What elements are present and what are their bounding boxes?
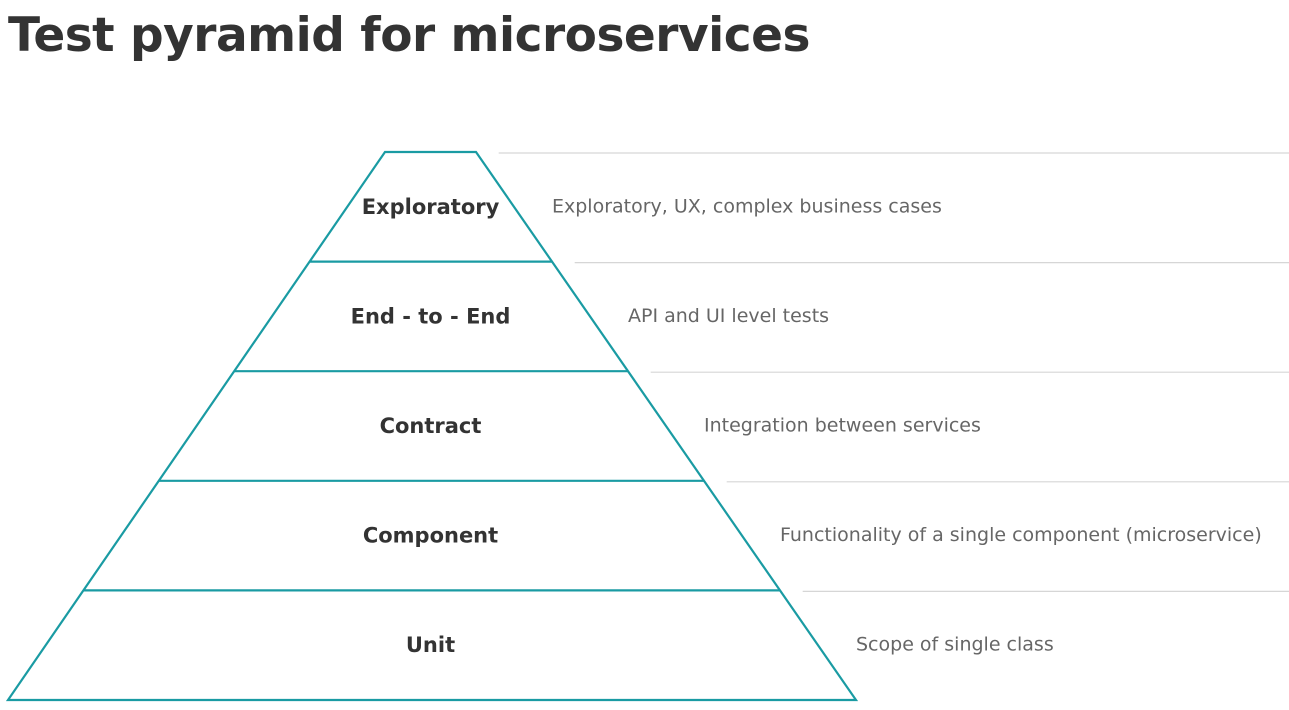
layer-label: Exploratory bbox=[362, 195, 500, 219]
layer-label: Contract bbox=[380, 414, 482, 438]
layer-description: API and UI level tests bbox=[628, 305, 829, 327]
pyramid-outline-shape bbox=[5, 150, 859, 702]
layer-label: End - to - End bbox=[351, 304, 511, 328]
page-title: Test pyramid for microservices bbox=[8, 8, 810, 63]
pyramid-outline bbox=[5, 150, 859, 702]
layer-description: Functionality of a single component (mic… bbox=[780, 524, 1262, 546]
layer-descriptions: Exploratory, UX, complex business casesA… bbox=[552, 195, 1262, 655]
layer-label: Unit bbox=[406, 633, 455, 657]
layer-description: Exploratory, UX, complex business cases bbox=[552, 195, 942, 217]
layer-description: Integration between services bbox=[704, 415, 981, 437]
guide-lines bbox=[498, 152, 1289, 593]
layer-label: Component bbox=[363, 524, 498, 548]
layer-description: Scope of single class bbox=[856, 634, 1054, 656]
